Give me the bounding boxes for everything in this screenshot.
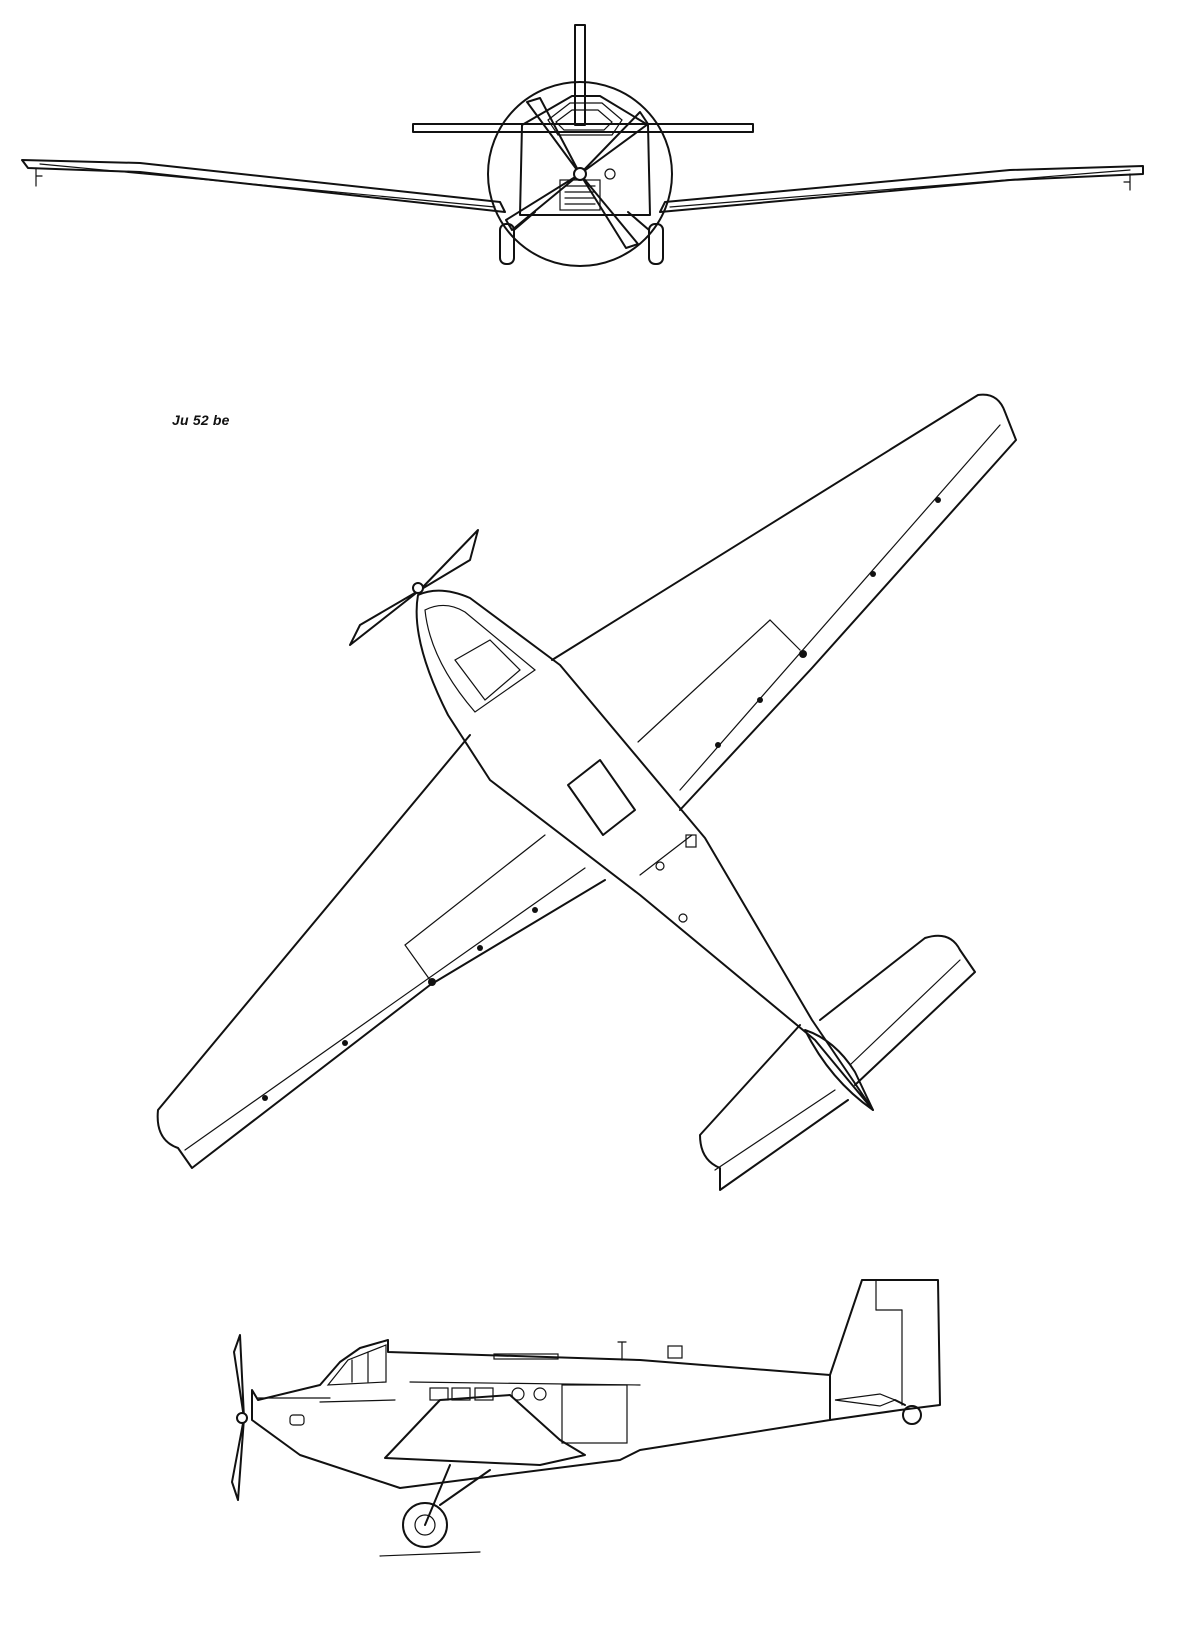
- front-view-left-wheel: [499, 223, 515, 265]
- top-view-left-wing: [156, 734, 606, 1169]
- front-view: [21, 24, 1144, 267]
- front-view-right-wheel: [648, 223, 664, 265]
- front-view-propeller-blades: [505, 97, 649, 249]
- aircraft-designation-label: Ju 52 be: [172, 412, 230, 428]
- top-view-right-wing: [551, 393, 1017, 811]
- side-view-fuselage: [251, 1339, 831, 1489]
- top-view-rudder: [804, 1029, 874, 1111]
- side-view-tailplane: [834, 1393, 897, 1407]
- side-view-cargo-door: [561, 1384, 628, 1444]
- side-view-wing: [384, 1394, 586, 1466]
- side-view-fin: [829, 1279, 941, 1421]
- top-view-fuselage: [415, 589, 874, 1111]
- side-view-main-wheel: [402, 1502, 448, 1548]
- side-view-cockpit-glazing: [326, 1344, 387, 1386]
- side-view-tail-wheel: [902, 1405, 922, 1425]
- side-view-propeller: [231, 1334, 245, 1501]
- front-view-right-wing: [659, 165, 1144, 213]
- top-view-hinge-marks: [262, 497, 941, 1101]
- front-view-propeller-disc: [487, 81, 673, 267]
- top-view: [156, 393, 1017, 1191]
- front-view-left-wing: [21, 159, 506, 213]
- side-view: [231, 1279, 941, 1557]
- top-view-hatch: [567, 759, 636, 836]
- front-view-fin: [574, 24, 586, 126]
- top-view-tailplane-right: [819, 934, 976, 1086]
- top-view-propeller: [349, 529, 479, 646]
- top-view-tailplane-left: [699, 1024, 849, 1191]
